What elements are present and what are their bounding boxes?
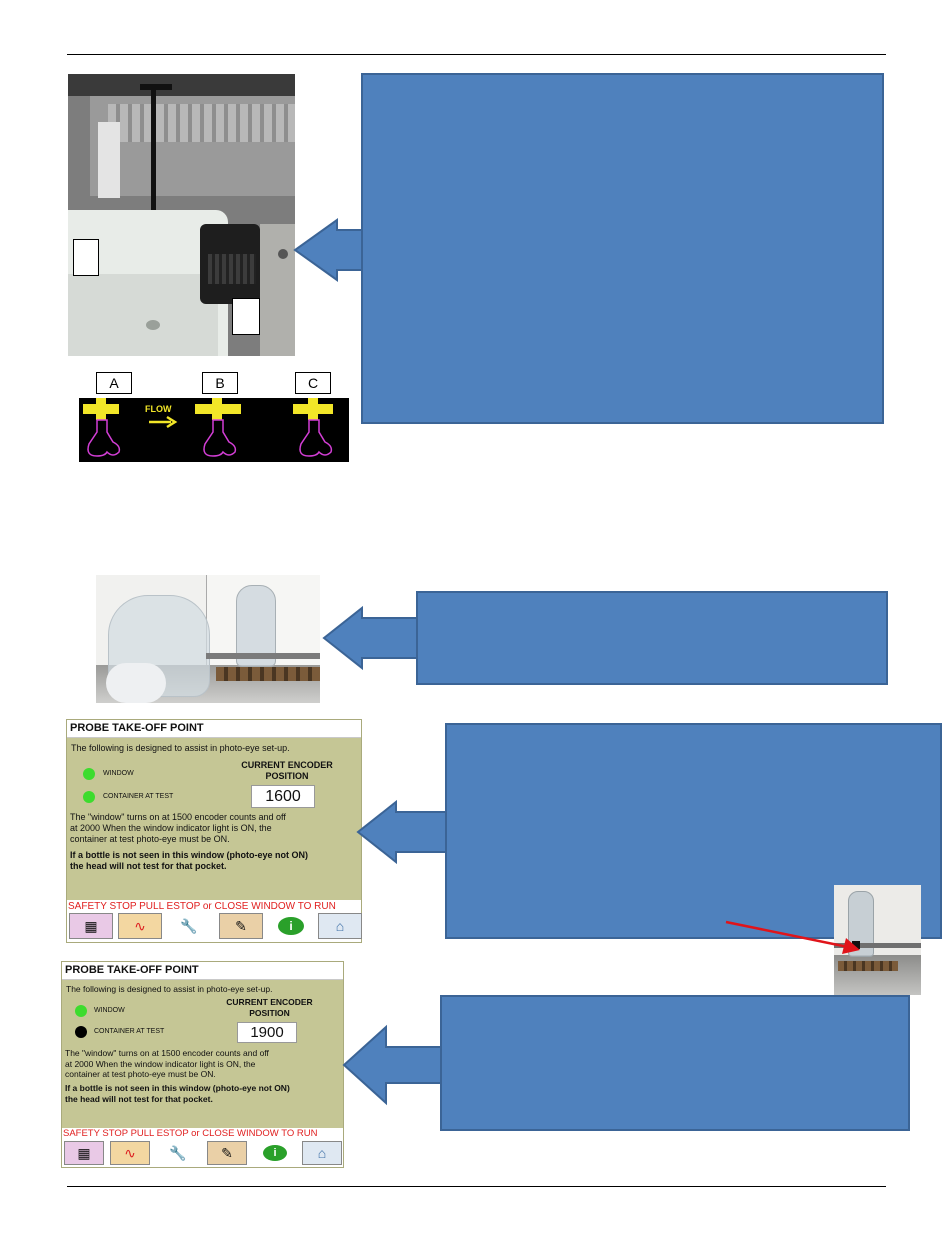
hmi-panel-1-title: PROBE TAKE-OFF POINT [67,720,361,738]
label-box-right [232,298,260,335]
footer-rule [67,1186,886,1187]
encoder-title-line-1: CURRENT ENCODER [226,997,313,1007]
red-pointer-arrow [725,920,860,954]
window-indicator-lamp [83,768,95,780]
flow-diagram-graphic [83,398,333,457]
home-icon[interactable]: ⌂ [302,1141,342,1165]
flow-label: FLOW [145,404,172,414]
container-at-test-lamp [75,1026,87,1038]
hmi-panel-1: PROBE TAKE-OFF POINT The following is de… [66,719,362,943]
container-at-test-label: CONTAINER AT TEST [103,793,174,800]
encoder-title-line-1: CURRENT ENCODER [241,760,333,770]
window-description-line-1: The "window" turns on at 1500 encoder co… [65,1048,269,1058]
info-icon[interactable]: i [269,913,313,939]
callout-box-4 [440,995,910,1131]
bottle-c [299,419,333,457]
wrench-icon[interactable]: 🔧 [158,1141,198,1165]
nozzle-a [83,398,119,420]
bottle-warning: If a bottle is not seen in this window (… [65,1083,290,1104]
wrench-icon[interactable]: 🔧 [167,913,211,939]
window-indicator-lamp [75,1005,87,1017]
encoder-title-line-2: POSITION [265,771,309,781]
home-icon[interactable]: ⌂ [318,913,362,939]
probe-mechanism-photo [68,74,295,356]
photo-eye-closeup-photo [834,885,921,995]
bottle-warning-line-2: the head will not test for that pocket. [65,1093,213,1104]
bottle-warning-line-1: If a bottle is not seen in this window (… [65,1083,290,1093]
hmi-panel-2: PROBE TAKE-OFF POINT The following is de… [61,961,344,1168]
hmi-panel-2-toolbar: ▦ ∿ 🔧 ✎ i ⌂ [62,1139,343,1167]
callout-4-arrow [342,1024,442,1106]
bottle-warning: If a bottle is not seen in this window (… [70,850,308,872]
hmi-panel-1-toolbar: ▦ ∿ 🔧 ✎ i ⌂ [67,911,362,942]
safety-stop-banner: SAFETY STOP PULL ESTOP or CLOSE WINDOW T… [62,1128,343,1140]
callout-3-arrow [356,799,449,865]
window-description-line-3: container at test photo-eye must be ON. [65,1069,216,1079]
notepad-icon[interactable]: ✎ [207,1141,247,1165]
window-description-line-1: The "window" turns on at 1500 encoder co… [70,812,286,822]
window-label: WINDOW [103,770,134,777]
bottle-b [203,419,237,457]
callout-box-1 [361,73,884,424]
bottle-a [87,419,121,457]
container-at-test-label: CONTAINER AT TEST [94,1028,165,1035]
window-description: The "window" turns on at 1500 encoder co… [65,1048,269,1080]
callout-box-2 [416,591,888,685]
trend-chart-icon[interactable]: ∿ [118,913,162,939]
nozzle-c [293,398,333,420]
encoder-title: CURRENT ENCODER POSITION [217,760,357,782]
bottle-conveyor-photo [96,575,320,703]
window-label: WINDOW [94,1007,125,1014]
container-at-test-lamp [83,791,95,803]
encoder-title: CURRENT ENCODER POSITION [202,997,337,1019]
label-box-left [73,239,99,276]
window-description-line-3: container at test photo-eye must be ON. [70,834,230,844]
encoder-position-value: 1600 [251,785,315,808]
header-rule [67,54,886,55]
window-description-line-2: at 2000 When the window indicator light … [65,1058,256,1069]
bottle-warning-line-1: If a bottle is not seen in this window (… [70,850,308,860]
callout-2-arrow [322,605,420,671]
window-description-line-2: at 2000 When the window indicator light … [70,823,272,833]
position-label-c: C [295,372,331,394]
calculator-icon[interactable]: ▦ [64,1141,104,1165]
flow-diagram: FLOW [79,398,349,462]
hmi-panel-2-intro: The following is designed to assist in p… [66,984,273,994]
window-description: The "window" turns on at 1500 encoder co… [70,812,286,845]
encoder-position-value: 1900 [237,1022,297,1043]
hmi-panel-2-title: PROBE TAKE-OFF POINT [62,962,343,980]
calculator-icon[interactable]: ▦ [69,913,113,939]
trend-chart-icon[interactable]: ∿ [110,1141,150,1165]
notepad-icon[interactable]: ✎ [219,913,263,939]
safety-stop-banner: SAFETY STOP PULL ESTOP or CLOSE WINDOW T… [67,900,361,913]
callout-1-arrow [293,218,363,282]
bottle-warning-line-2: the head will not test for that pocket. [70,861,227,871]
position-label-a: A [96,372,132,394]
position-label-b: B [202,372,238,394]
hmi-panel-1-intro: The following is designed to assist in p… [71,743,290,753]
nozzle-b [195,398,241,420]
encoder-title-line-2: POSITION [249,1008,290,1018]
info-icon[interactable]: i [255,1141,295,1165]
